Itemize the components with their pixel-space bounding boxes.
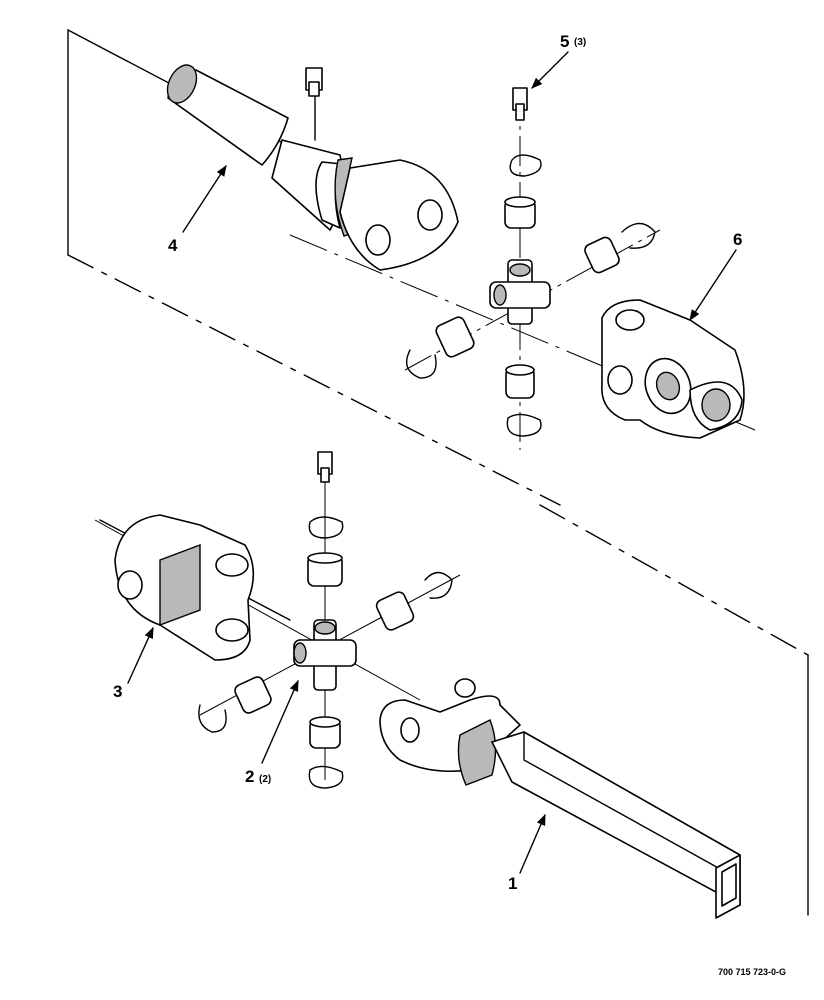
yoke-and-shaft bbox=[379, 678, 741, 919]
lower-cross-kit bbox=[198, 451, 453, 789]
callout-leaders bbox=[127, 51, 737, 874]
callout-5-quantity: (3) bbox=[574, 37, 586, 48]
assembly-frame bbox=[67, 29, 809, 916]
callout-2-quantity: (2) bbox=[259, 774, 271, 785]
yoke-left bbox=[114, 514, 255, 661]
callout-1: 1 bbox=[508, 874, 517, 893]
shield-tube-and-yoke bbox=[166, 64, 459, 271]
upper-cross-kit bbox=[406, 87, 656, 437]
drawing-code: 700 715 723-0-G bbox=[718, 967, 786, 977]
callout-5: 5 bbox=[560, 32, 569, 51]
callout-2: 2 bbox=[245, 767, 254, 786]
callout-3: 3 bbox=[113, 682, 122, 701]
callout-6: 6 bbox=[733, 230, 742, 249]
yoke-right bbox=[601, 299, 745, 439]
callout-4: 4 bbox=[168, 236, 178, 255]
